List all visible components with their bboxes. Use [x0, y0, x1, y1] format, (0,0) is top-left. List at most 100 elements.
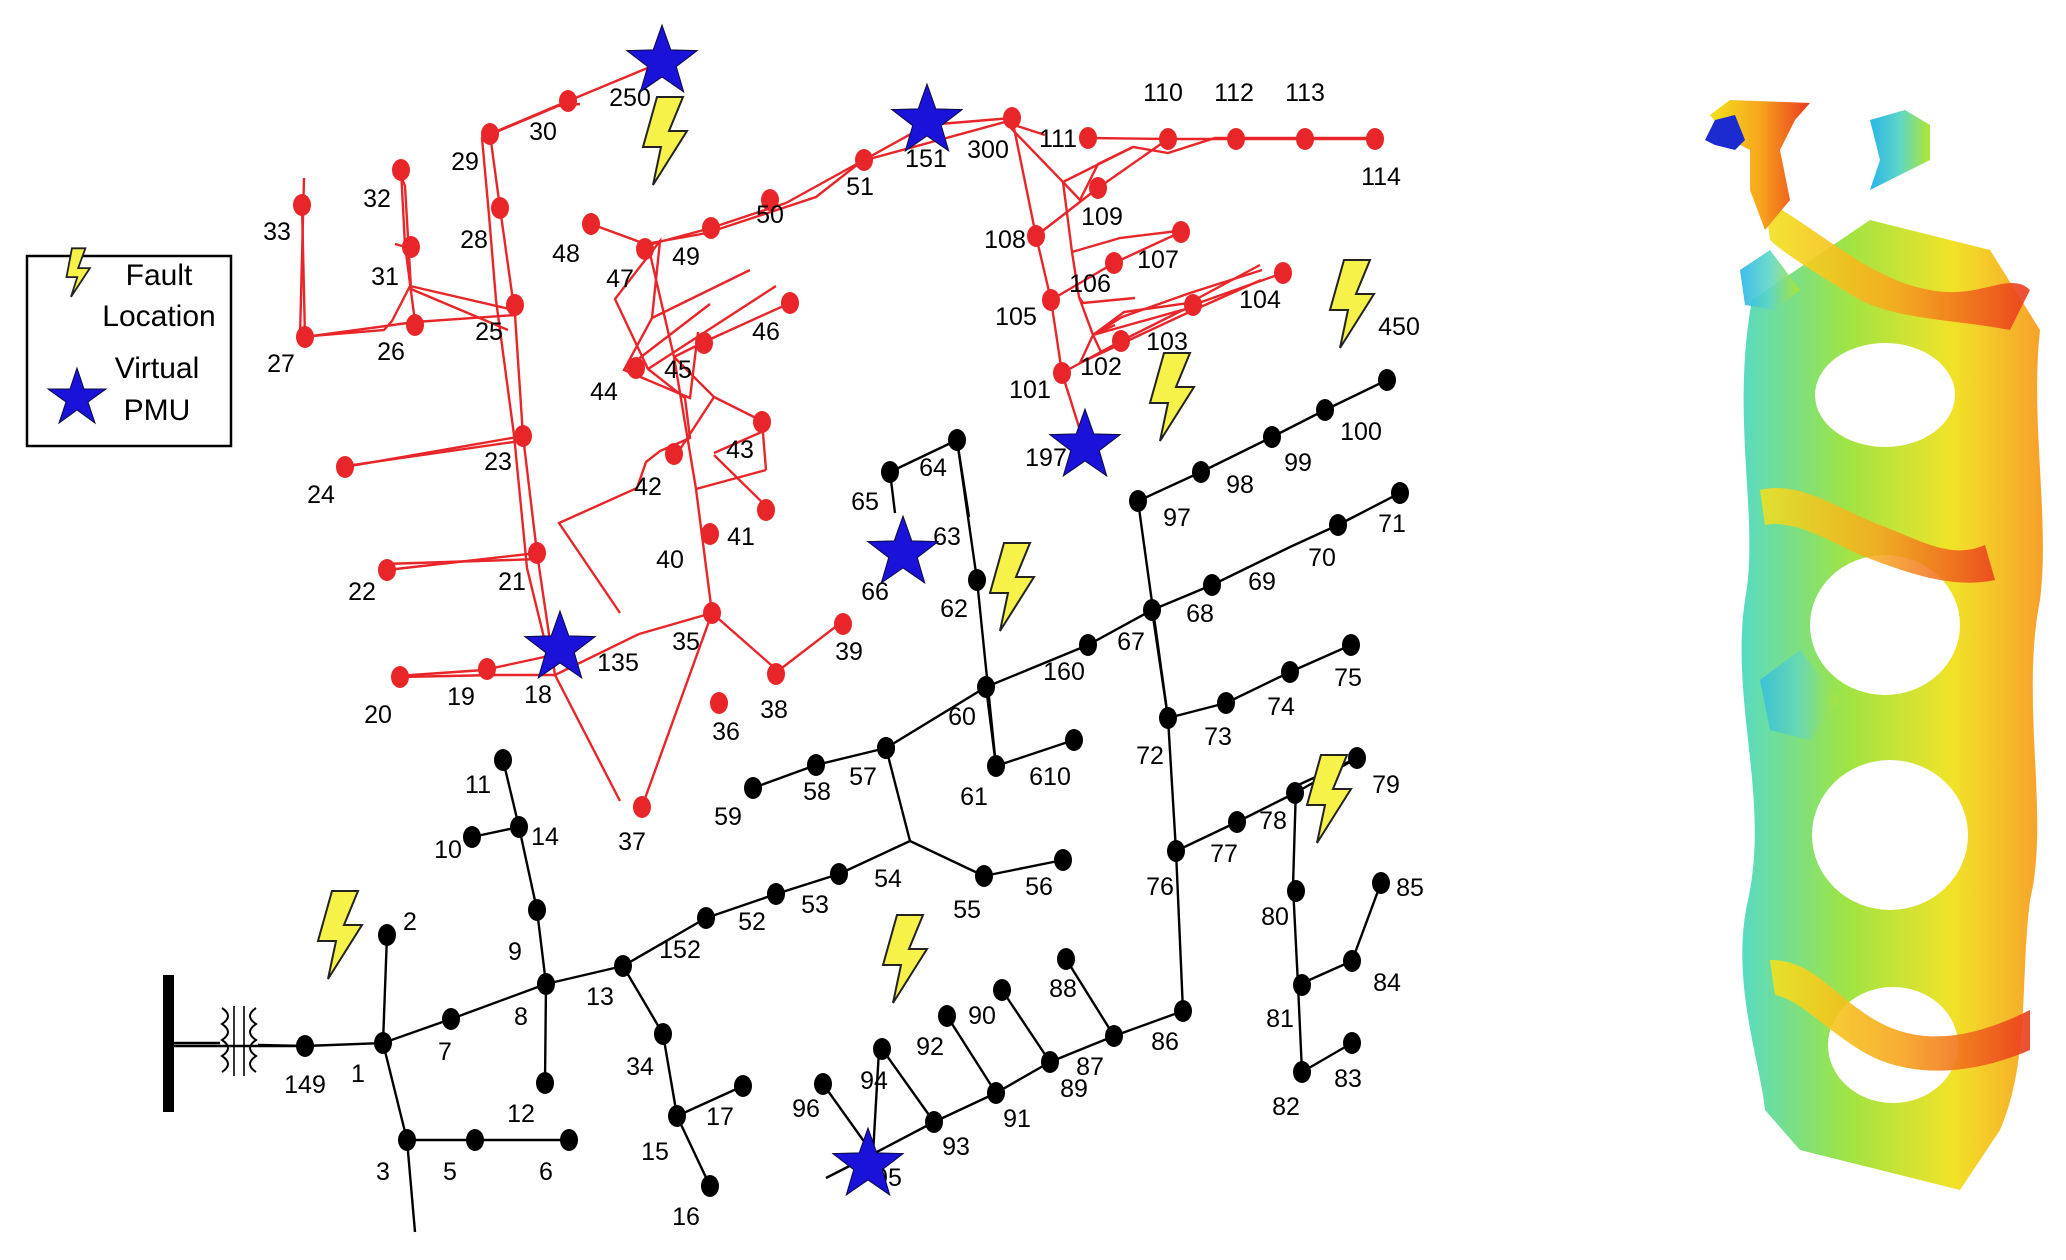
fault-bolt-60 [988, 542, 1036, 632]
bus-node-97 [1129, 490, 1147, 512]
bus-label-65: 65 [851, 488, 879, 516]
bus-node-34 [654, 1023, 672, 1045]
bus-label-80: 80 [1261, 903, 1289, 931]
bus-label-113: 113 [1285, 79, 1325, 107]
bus-label-76: 76 [1146, 873, 1174, 901]
bus-label-29: 29 [451, 148, 479, 176]
bus-label-55: 55 [953, 896, 981, 924]
bus-node-17 [734, 1075, 752, 1097]
bus-node-20 [391, 666, 409, 688]
bus-label-14: 14 [531, 823, 559, 851]
bus-label-44: 44 [590, 378, 618, 406]
bus-label-90: 90 [968, 1002, 996, 1030]
bus-node-2 [378, 924, 396, 946]
bus-label-33: 33 [263, 218, 291, 246]
bus-label-85: 85 [1396, 874, 1424, 902]
bus-label-9: 9 [508, 938, 522, 966]
bus-label-58: 58 [803, 778, 831, 806]
bus-label-152: 152 [659, 936, 701, 964]
bus-label-34: 34 [626, 1053, 654, 1081]
bus-label-110: 110 [1143, 79, 1183, 107]
bus-node-64 [948, 429, 966, 451]
bus-label-35: 35 [672, 628, 700, 656]
bus-label-88: 88 [1049, 975, 1077, 1003]
bus-label-8: 8 [514, 1003, 528, 1031]
bus-label-135: 135 [597, 649, 639, 677]
bus-node-55 [975, 865, 993, 887]
bus-label-82: 82 [1272, 1093, 1300, 1121]
red-edges [300, 60, 1375, 805]
legend-pmu-line1: Virtual [115, 352, 200, 385]
bus-label-68: 68 [1186, 600, 1214, 628]
bus-label-15: 15 [641, 1138, 669, 1166]
bus-label-149: 149 [284, 1071, 326, 1099]
bus-node-45 [695, 332, 713, 354]
bus-node-101 [1053, 362, 1071, 384]
bus-label-53: 53 [801, 891, 829, 919]
bus-node-74 [1281, 661, 1299, 683]
bus-label-27: 27 [267, 350, 295, 378]
bus-label-10: 10 [434, 836, 462, 864]
bus-node-53 [830, 863, 848, 885]
pmu-star-63 [866, 514, 940, 585]
bus-node-103 [1184, 294, 1202, 316]
bus-label-47: 47 [606, 265, 634, 293]
bus-label-83: 83 [1334, 1065, 1362, 1093]
bus-node-70 [1329, 514, 1347, 536]
bus-label-7: 7 [438, 1038, 452, 1066]
black-nodes [296, 369, 1409, 1197]
bus-node-32 [392, 159, 410, 181]
bus-label-62: 62 [940, 595, 968, 623]
bus-node-5 [466, 1129, 484, 1151]
bus-label-92: 92 [916, 1033, 944, 1061]
bus-node-56 [1054, 849, 1072, 871]
bus-label-32: 32 [363, 185, 391, 213]
bus-node-24 [336, 456, 354, 478]
bus-label-46: 46 [752, 318, 780, 346]
bus-node-98 [1192, 461, 1210, 483]
bus-label-91: 91 [1003, 1105, 1031, 1133]
bus-label-75: 75 [1334, 664, 1362, 692]
bus-node-610 [1065, 729, 1083, 751]
bus-node-16 [701, 1175, 719, 1197]
legend-fault-line1: Fault [126, 259, 193, 292]
bus-label-19: 19 [447, 683, 475, 711]
bus-node-106 [1105, 252, 1123, 274]
bus-label-42: 42 [634, 473, 662, 501]
bus-label-100: 100 [1340, 418, 1382, 446]
bus-label-64: 64 [919, 454, 947, 482]
bus-label-89: 89 [1060, 1075, 1088, 1103]
bus-node-76 [1167, 840, 1185, 862]
bus-label-56: 56 [1025, 873, 1053, 901]
bus-node-113 [1296, 128, 1314, 150]
fault-location-markers [316, 96, 1376, 1004]
pmu-star-icon [46, 366, 108, 425]
bus-node-82 [1293, 1061, 1311, 1083]
bus-label-93: 93 [942, 1133, 970, 1161]
bus-node-9 [528, 899, 546, 921]
bus-label-23: 23 [484, 448, 512, 476]
bus-label-79: 79 [1372, 771, 1400, 799]
bus-node-23 [514, 425, 532, 447]
bus-node-37 [633, 796, 651, 818]
bus-node-110 [1159, 128, 1177, 150]
bus-label-160: 160 [1043, 658, 1085, 686]
bus-node-71 [1391, 482, 1409, 504]
bus-label-30: 30 [529, 118, 557, 146]
bus-label-20: 20 [364, 701, 392, 729]
pmu-star-95 [831, 1126, 905, 1197]
bus-label-22: 22 [348, 578, 376, 606]
fault-bolt-49 [641, 96, 689, 186]
bus-node-86 [1174, 1000, 1192, 1022]
bus-label-72: 72 [1136, 742, 1164, 770]
bus-label-108: 108 [984, 226, 1026, 254]
bus-label-109: 109 [1081, 203, 1123, 231]
bus-label-31: 31 [371, 263, 399, 291]
bus-label-106: 106 [1069, 270, 1111, 298]
bus-node-33 [293, 194, 311, 216]
bus-label-6: 6 [539, 1158, 553, 1186]
bus-label-36: 36 [712, 718, 740, 746]
bus-node-75 [1342, 634, 1360, 656]
bus-label-77: 77 [1210, 840, 1238, 868]
bus-node-92 [938, 1005, 956, 1027]
